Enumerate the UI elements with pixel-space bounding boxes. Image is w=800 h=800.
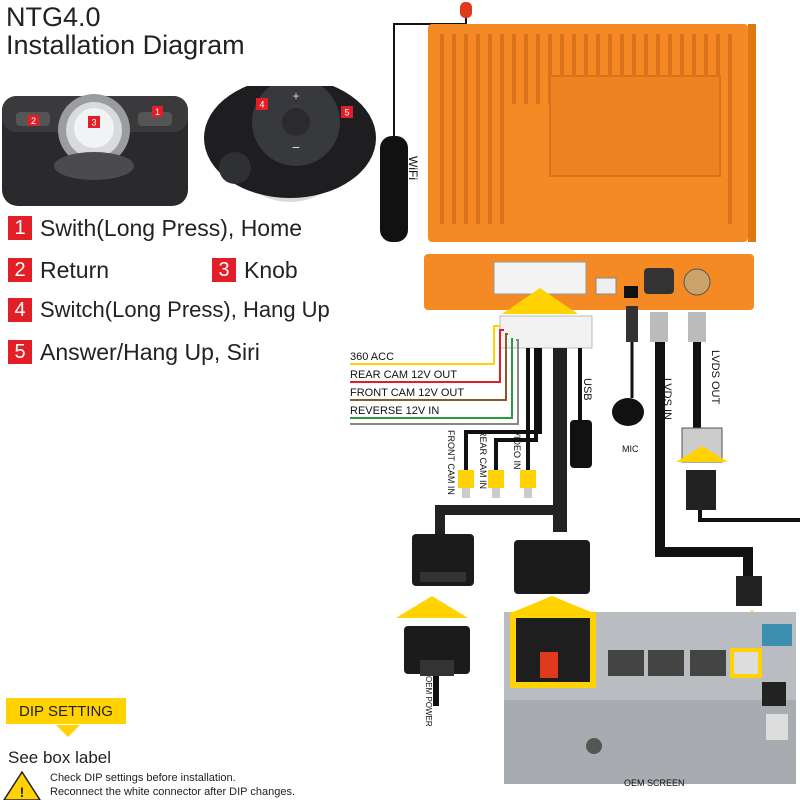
knob-controller-photo	[2, 94, 188, 206]
controls-illustration: 2 3 1 + − 4 5	[2, 86, 376, 206]
legend-text: Answer/Hang Up, Siri	[40, 338, 260, 365]
legend-badge: 4	[8, 298, 32, 322]
signal-wires	[350, 325, 519, 425]
badge-1: 1	[152, 106, 163, 117]
see-box-label: See box label	[8, 748, 112, 767]
legend-text: Switch(Long Press), Hang Up	[40, 297, 330, 322]
label-front-cam-in: FRONT CAM IN	[446, 430, 456, 495]
legend-text: Swith(Long Press), Home	[40, 214, 303, 241]
warning-line-1: Check DIP settings before installation.	[50, 772, 236, 784]
badge-3: 3	[88, 116, 100, 128]
badge-4: 4	[256, 98, 268, 110]
legend-item-4: 4 Switch(Long Press), Hang Up	[8, 296, 330, 324]
badge-2: 2	[28, 115, 39, 126]
wifi-antenna	[380, 2, 472, 242]
rca-cables	[458, 348, 542, 498]
oem-power-plug	[404, 626, 470, 706]
label-lvds-out: LVDS OUT	[709, 350, 721, 404]
legend-text: Return	[40, 256, 110, 283]
diagram-title-line2: Installation Diagram	[6, 30, 245, 60]
dip-arrow	[56, 725, 80, 737]
arrow-oem-screen	[508, 596, 596, 614]
label-usb: USB	[581, 378, 593, 401]
steering-buttons-photo: + −	[204, 86, 376, 202]
svg-text:3: 3	[91, 118, 96, 128]
label-wifi: WiFi	[406, 156, 420, 180]
diagram-title-line1: NTG4.0	[6, 2, 101, 32]
lvds-in-cable	[650, 312, 762, 606]
interface-box	[428, 24, 756, 242]
svg-text:5: 5	[344, 108, 349, 118]
legend-item-1: 1 Swith(Long Press), Home	[8, 214, 302, 242]
legend-item-5: 5 Answer/Hang Up, Siri	[8, 338, 260, 366]
legend-item-2: 2 Return	[8, 256, 109, 284]
legend-badge: 5	[8, 340, 32, 364]
label-reverse-12v: REVERSE 12V IN	[350, 405, 439, 417]
legend-item-3: 3 Knob	[212, 256, 298, 284]
interface-box-connector-side	[424, 254, 754, 310]
label-rear-cam-in: REAR CAM IN	[478, 430, 488, 489]
badge-5: 5	[341, 106, 353, 118]
label-lvds-in: LVDS IN	[661, 378, 673, 420]
legend-badge: 2	[8, 258, 32, 282]
warning-line-2: Reconnect the white connector after DIP …	[50, 786, 295, 798]
svg-text:4: 4	[259, 100, 264, 110]
arrow-main-connector	[502, 288, 578, 314]
label-mic: MIC	[622, 444, 639, 454]
label-oem-screen: OEM SCREEN	[624, 778, 685, 788]
white-harness-connector	[499, 315, 593, 349]
legend-text: Knob	[244, 256, 298, 283]
label-rear-cam-12v: REAR CAM 12V OUT	[350, 369, 457, 381]
legend-badge: 1	[8, 216, 32, 240]
svg-text:1: 1	[155, 107, 160, 117]
usb-cable	[570, 348, 592, 468]
oem-head-unit	[504, 612, 796, 784]
dip-setting-label: DIP SETTING	[6, 698, 126, 724]
label-video-in: VIDEO IN	[512, 430, 522, 470]
label-front-cam-12v: FRONT CAM 12V OUT	[350, 387, 464, 399]
svg-text:+: +	[292, 89, 299, 103]
warning-icon: !	[3, 770, 41, 800]
mic-cable	[612, 306, 644, 426]
svg-text:−: −	[292, 139, 300, 155]
lvds-out-cable	[676, 312, 800, 522]
arrow-oem-power	[396, 596, 468, 618]
label-oem-power: OEM POWER	[424, 676, 433, 727]
label-360-acc: 360 ACC	[350, 351, 394, 363]
main-harness	[412, 348, 590, 594]
svg-text:!: !	[20, 784, 25, 800]
svg-text:2: 2	[31, 116, 36, 126]
legend-badge: 3	[212, 258, 236, 282]
